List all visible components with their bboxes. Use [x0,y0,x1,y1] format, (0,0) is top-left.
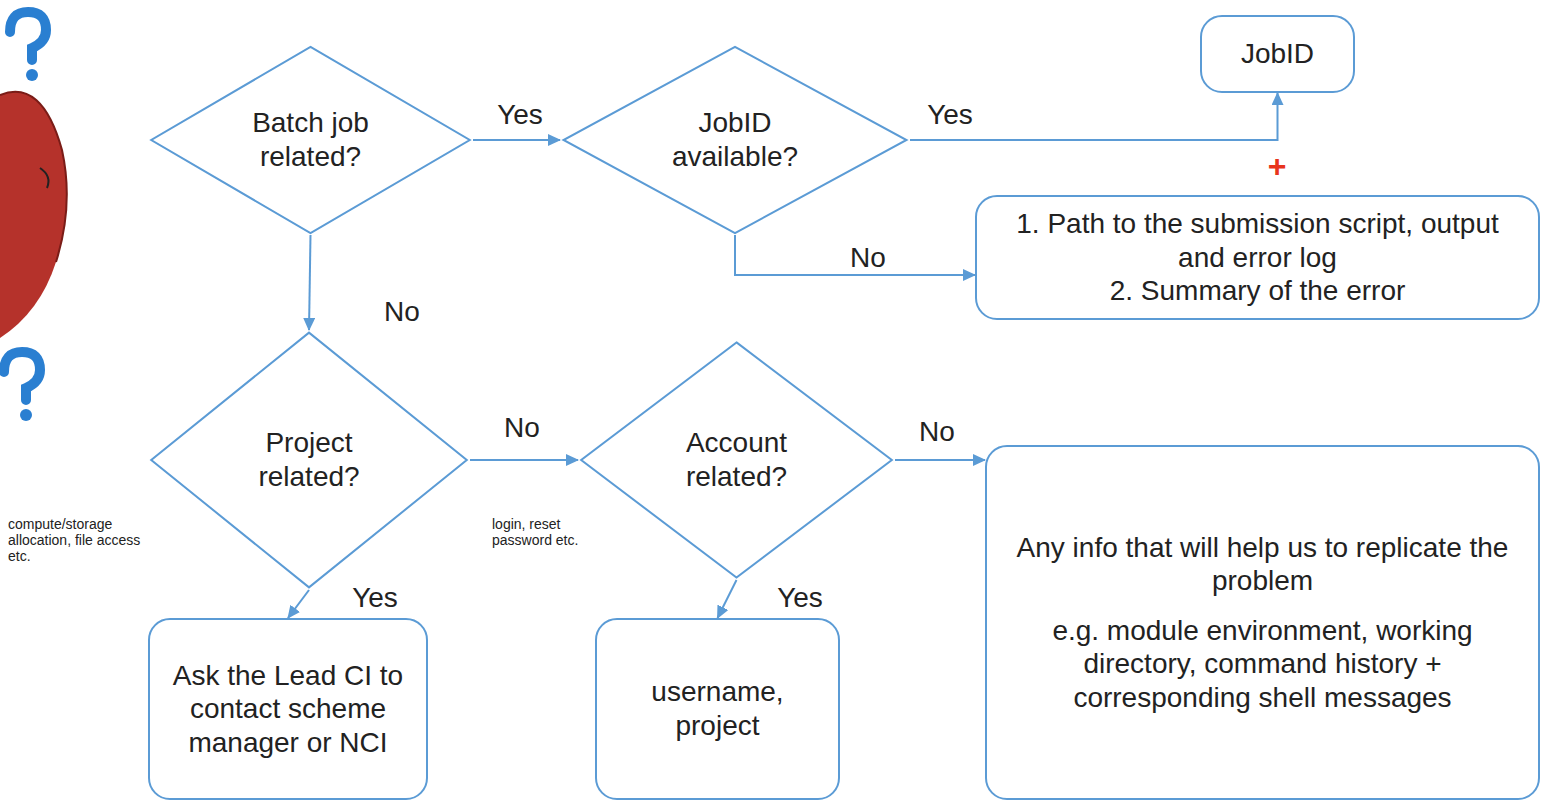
flow-arrow [288,590,309,618]
info-box: 1. Path to the submission script, output… [975,195,1540,320]
flow-arrow [718,580,737,618]
action-box: Ask the Lead CI to contact scheme manage… [148,618,428,800]
decision-diamond: Project related? [148,330,470,590]
edge-label: Yes [925,99,975,131]
edge-label: Yes [350,582,400,614]
flow-arrow [470,459,578,461]
node-texts: Project related? [219,426,399,493]
decision-diamond: Batch job related? [148,45,473,235]
node-texts: Any info that will help us to replicate … [1001,531,1524,715]
note-text: compute/storage allocation, file access … [8,516,148,564]
node-texts: Batch job related? [220,106,402,173]
diamond-outline [148,330,470,590]
diamond-outline [560,45,910,235]
flow-arrow [473,139,560,141]
question-mark [10,12,46,81]
flow-arrow [895,459,985,461]
question-mark [4,352,40,421]
node-text: e.g. module environment, working directo… [1001,614,1524,715]
node-text: 1. Path to the submission script, output… [991,207,1524,274]
red-figure [0,92,67,338]
node-text: 2. Summary of the error [991,274,1524,308]
node-texts: username, project [611,675,824,742]
node-text: JobID [1216,37,1339,71]
edge-label: Yes [775,582,825,614]
red-figure-edge [0,92,67,262]
node-texts: Ask the Lead CI to contact scheme manage… [164,659,412,760]
node-text: Project related? [219,426,399,493]
plus-sign: + [1262,148,1292,185]
edge-label: No [917,416,957,448]
decision-diamond: JobID available? [560,45,910,235]
node-text: username, project [611,675,824,742]
figure-line [40,168,48,188]
info-box: username, project [595,618,840,800]
node-texts: JobID available? [637,106,833,173]
node-text: Any info that will help us to replicate … [1001,531,1524,598]
edge-label: Yes [495,99,545,131]
decision-diamond: Account related? [578,340,895,580]
node-texts: JobID [1216,37,1339,71]
flow-arrow [309,235,311,330]
flow-arrow [735,235,975,275]
info-box: Any info that will help us to replicate … [985,445,1540,800]
node-text: Ask the Lead CI to contact scheme manage… [164,659,412,760]
node-texts: Account related? [648,426,826,493]
diamond-outline [148,45,473,235]
node-text: Account related? [648,426,826,493]
note-text: login, reset password etc. [492,516,592,548]
edge-label: No [848,242,888,274]
info-box: JobID [1200,15,1355,93]
flow-arrow [910,93,1278,140]
diamond-outline [578,340,895,580]
edge-label: No [502,412,542,444]
question-illustration [0,0,80,430]
node-text: JobID available? [637,106,833,173]
node-texts: 1. Path to the submission script, output… [991,207,1524,308]
edge-label: No [382,296,422,328]
node-text: Batch job related? [220,106,402,173]
